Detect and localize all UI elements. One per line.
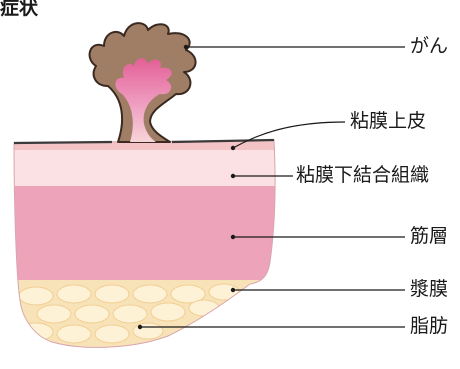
label-serosa: 漿膜 — [410, 280, 448, 299]
submucosa-layer — [0, 150, 300, 186]
muscle-layer — [0, 186, 300, 280]
cut-off-title: 症状 — [0, 0, 38, 20]
label-mucosal-epithelium: 粘膜上皮 — [350, 112, 426, 131]
label-cancer: がん — [410, 37, 448, 56]
tumor — [90, 23, 196, 142]
label-submucosa: 粘膜下結合組織 — [296, 166, 429, 185]
label-fat: 脂肪 — [410, 317, 448, 336]
label-muscle-layer: 筋層 — [410, 227, 448, 246]
